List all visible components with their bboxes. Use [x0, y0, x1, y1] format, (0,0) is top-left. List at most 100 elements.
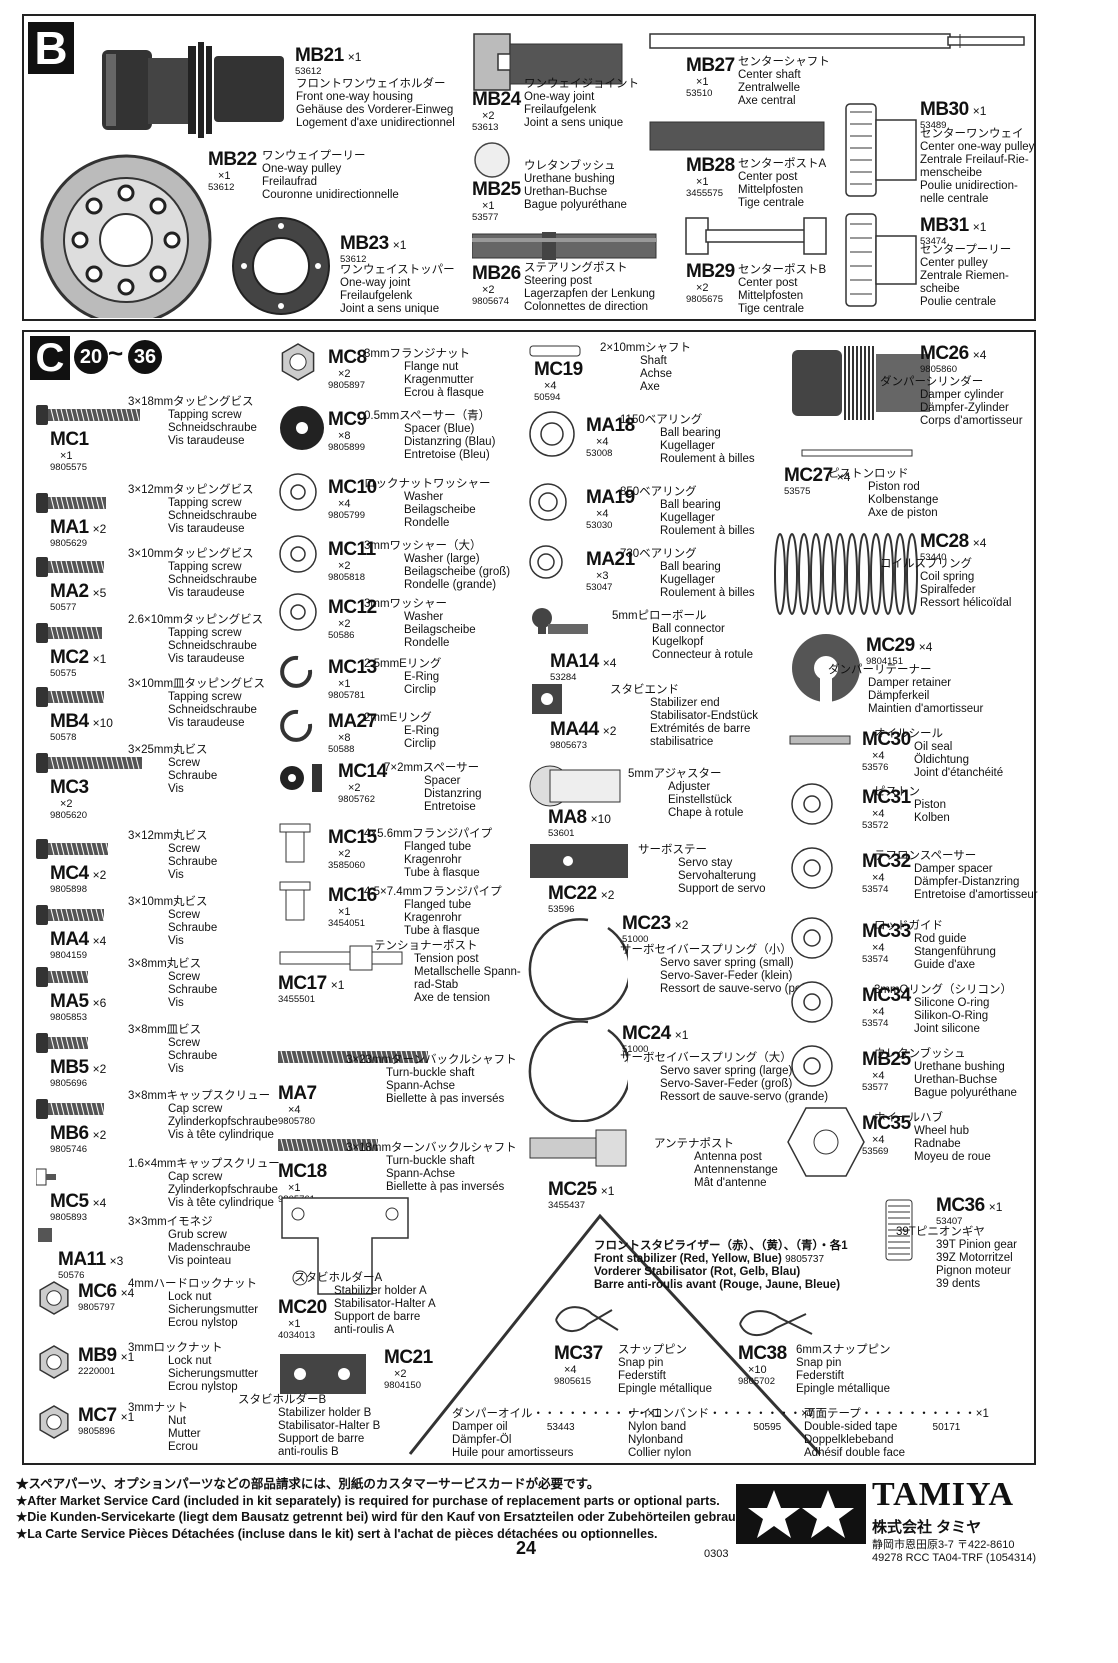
brand-name: TAMIYA [872, 1476, 1015, 1513]
part-mc24-desc: サーボセイバースプリング（大）Servo saver spring (large… [620, 1052, 829, 1103]
screw-icon [36, 557, 105, 577]
washer-icon [279, 593, 317, 631]
e-ring-icon [280, 709, 313, 742]
section-c-label: C [30, 336, 70, 380]
stabilizer-end-icon [532, 684, 562, 714]
part-mb24: MB24 ×2 53613 [472, 89, 521, 134]
screw-icon [36, 839, 110, 859]
part-mb28: MB28 ×1 3455575 [686, 155, 735, 200]
screw-icon [36, 967, 90, 987]
antenna-post-icon [529, 1129, 627, 1167]
part-mb25: MB25 ×1 53577 [472, 179, 521, 224]
screw-icon [36, 1033, 90, 1053]
center-post-a-icon [649, 121, 825, 151]
center-shaft-icon [649, 33, 1025, 49]
urethane-bushing-icon [474, 142, 510, 178]
double-sided-tape-desc: 両面テープ・・・・・・・・・・×1 Double-sided tape 5017… [804, 1408, 989, 1459]
part-mc11-desc: 3mmワッシャー（大）Washer (large)Beilagscheibe (… [364, 540, 511, 591]
section-c-frame [22, 330, 1036, 1465]
front-stabilizer-desc: フロントスタビライザー（赤）、（黄）、（青）・各1 Front stabiliz… [594, 1240, 848, 1291]
steering-post-icon [472, 232, 657, 260]
part-mc23-desc: サーボセイバースプリング（小）Servo saver spring (small… [620, 944, 821, 995]
grub-screw-icon [38, 1228, 52, 1242]
part-mb30: MB30×1 53489 [920, 99, 987, 131]
one-way-joint-icon [473, 33, 623, 91]
screw-icon [36, 623, 102, 643]
page-number: 24 [516, 1538, 537, 1558]
kit-code: 49278 RCC TA04-TRF (1054314) [872, 1552, 1037, 1564]
e-ring-icon [280, 655, 313, 688]
damper-part-icon [791, 981, 833, 1023]
screw-icon [36, 493, 106, 513]
one-way-stopper-icon [232, 217, 330, 315]
section-b-frame [22, 14, 1036, 321]
step-to-badge: 36 [128, 340, 162, 374]
screw-icon [36, 753, 142, 773]
flanged-tube-icon [279, 823, 311, 863]
part-mc37: MC37 ×4 9805615 [554, 1343, 603, 1388]
damper-part-icon [791, 783, 833, 825]
flange-nut-icon [281, 343, 315, 381]
ball-connector-icon [532, 608, 588, 634]
adjuster-icon [529, 765, 621, 807]
ball-bearing-icon [529, 545, 563, 579]
screw-icon [36, 687, 105, 707]
snap-pin-6mm-icon [739, 1310, 813, 1336]
part-mb27: MB27 ×1 53510 [686, 55, 735, 100]
service-notes: ★スペアパーツ、オプションパーツなどの部品請求には、別紙のカスタマーサービスカー… [16, 1477, 758, 1541]
ball-bearing-icon [529, 483, 567, 521]
